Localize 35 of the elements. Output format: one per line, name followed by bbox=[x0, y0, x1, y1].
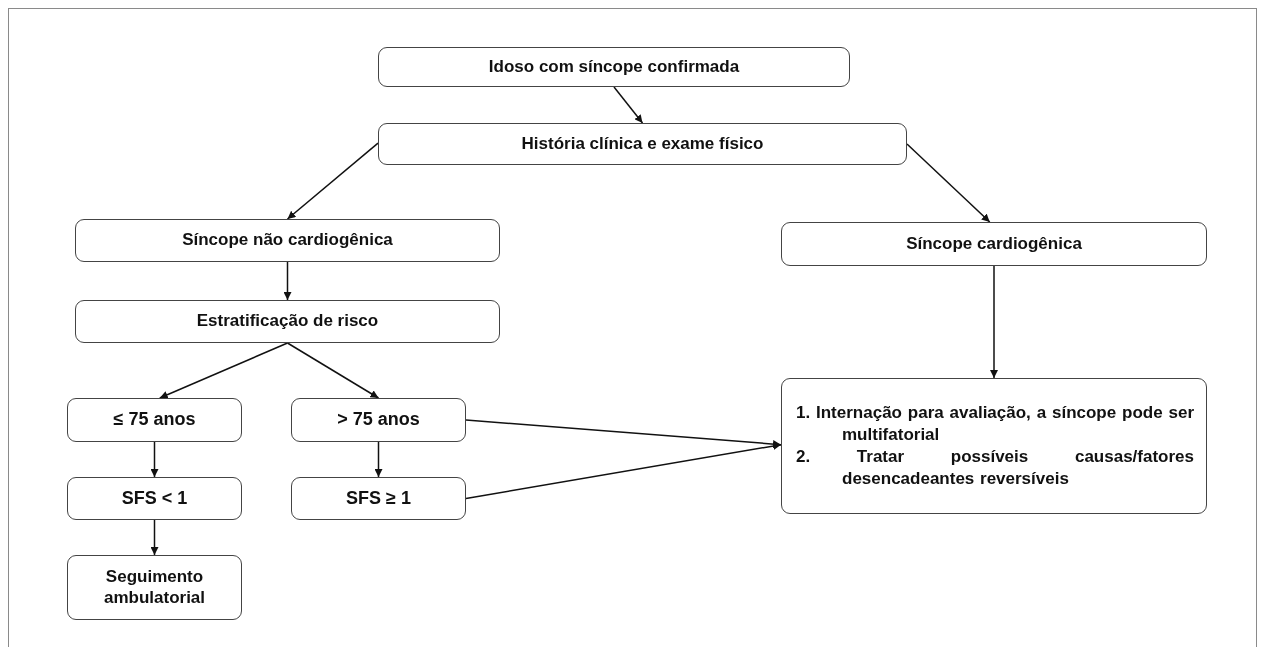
arrow bbox=[286, 342, 380, 399]
box-label: Síncope não cardiogênica bbox=[182, 230, 393, 251]
box-label: História clínica e exame físico bbox=[521, 133, 764, 155]
process-box bbox=[67, 398, 242, 442]
arrow bbox=[990, 265, 998, 379]
box-label: ≤ 75 anos bbox=[113, 409, 196, 431]
box-label: SFS ≥ 1 bbox=[346, 487, 411, 510]
list-item: 1. Internação para avaliação, a síncope pode ser multifatorial bbox=[796, 401, 1194, 446]
box-label: SFS < 1 bbox=[121, 487, 188, 510]
process-box bbox=[67, 555, 242, 620]
arrow bbox=[283, 261, 292, 301]
arrow bbox=[150, 519, 159, 556]
box-label: Seguimento ambulatorial bbox=[102, 567, 207, 608]
arrow bbox=[465, 442, 782, 500]
arrow bbox=[465, 419, 782, 448]
process-box bbox=[67, 477, 242, 520]
arrow bbox=[286, 142, 379, 220]
arrow bbox=[906, 143, 991, 223]
arrow bbox=[150, 441, 159, 478]
process-box bbox=[378, 47, 850, 87]
arrow bbox=[159, 342, 289, 399]
box-label: > 75 anos bbox=[337, 409, 420, 431]
process-box bbox=[291, 398, 466, 442]
process-box bbox=[781, 378, 1207, 514]
arrow bbox=[374, 441, 383, 478]
list-item: 2. Tratar possíveis causas/fatores desencadeantes reversíveis bbox=[796, 446, 1194, 491]
process-box bbox=[378, 123, 907, 165]
box-label: Idoso com síncope confirmada bbox=[488, 56, 740, 78]
arrow bbox=[613, 86, 644, 124]
process-box bbox=[781, 222, 1207, 266]
box-label: Síncope cardiogênica bbox=[906, 233, 1082, 255]
process-box bbox=[75, 219, 500, 262]
box-label: Estratificação de risco bbox=[196, 311, 379, 332]
process-box bbox=[75, 300, 500, 343]
process-box bbox=[291, 477, 466, 520]
